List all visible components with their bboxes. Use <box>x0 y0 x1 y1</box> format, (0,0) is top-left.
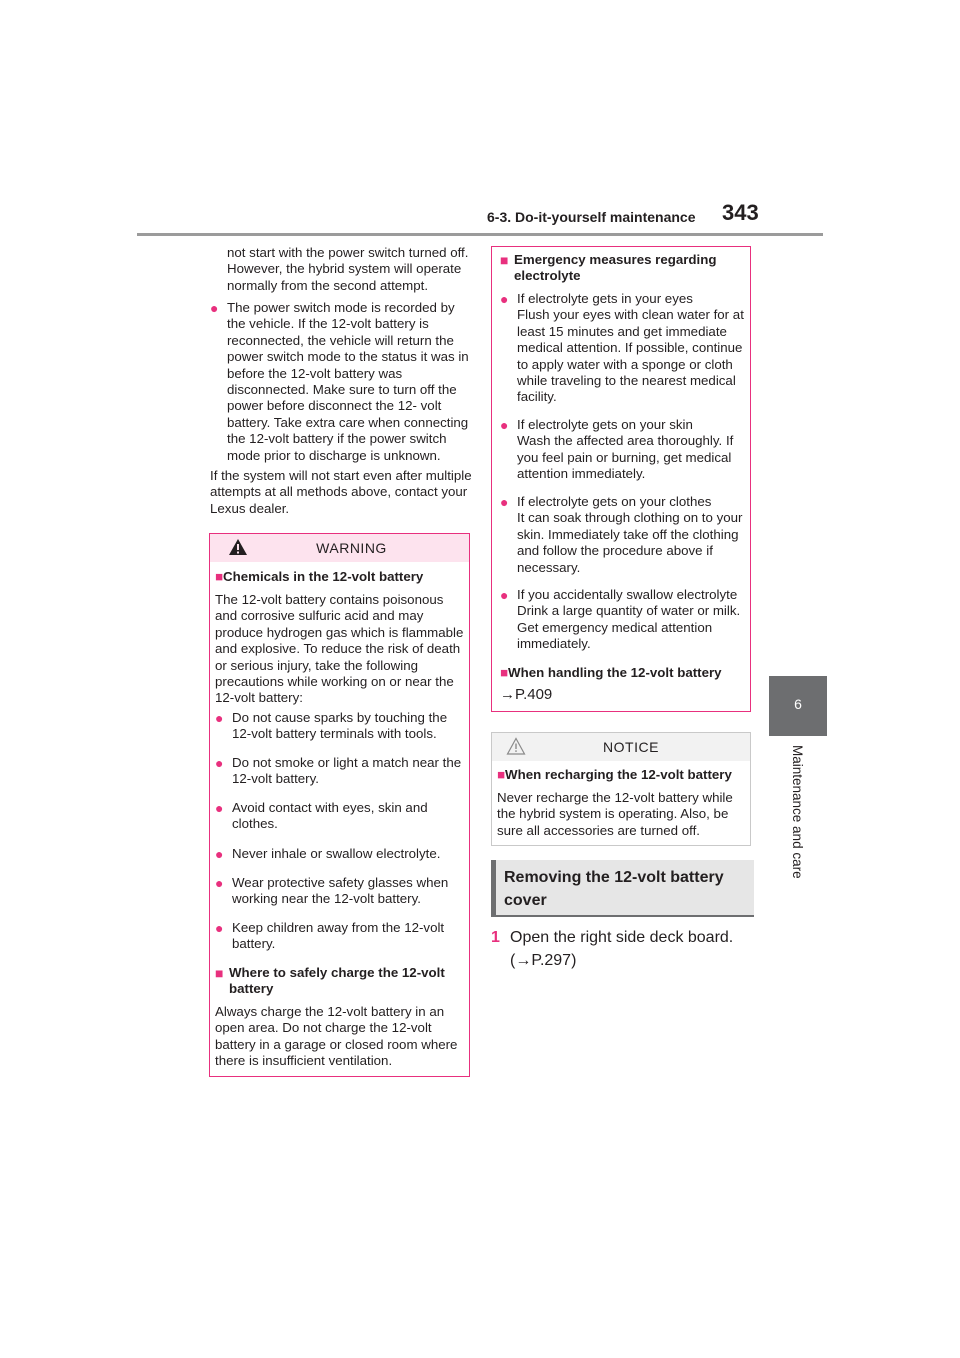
warning-heading-charge: ■Where to safely charge the 12-volt batt… <box>215 965 445 997</box>
running-header-section: 6-3. Do-it-yourself maintenance <box>487 209 696 225</box>
list-item: ● The power switch mode is recorded by t… <box>210 300 469 463</box>
bullet-icon: ● <box>500 291 509 307</box>
step-number: 1 <box>491 929 500 946</box>
header-rule <box>137 233 823 236</box>
notice-title: NOTICE <box>603 739 659 755</box>
continuation-text: not start with the power switch turned o… <box>227 245 469 293</box>
list-item: ●Never inhale or swallow electrolyte. <box>215 846 441 862</box>
chapter-number: 6 <box>794 696 802 712</box>
warning-box-continued: ■Emergency measures regarding electrolyt… <box>491 246 751 712</box>
list-item: ● If you accidentally swallow electrolyt… <box>500 587 741 652</box>
warning-header: WARNING <box>210 534 469 562</box>
section-rule <box>491 915 754 917</box>
right-arrow-icon: → <box>500 686 515 703</box>
chapter-label: Maintenance and care <box>790 745 805 879</box>
warning-title: WARNING <box>316 540 387 556</box>
warning-triangle-icon <box>506 737 526 755</box>
bullet-icon: ● <box>500 417 509 433</box>
square-bullet-icon: ■ <box>215 569 224 584</box>
page-reference: →P.409 <box>500 686 553 703</box>
section-heading: Removing the 12-volt battery cover <box>491 860 754 916</box>
warning-heading-handling: ■When handling the 12-volt battery <box>500 665 722 680</box>
square-bullet-icon: ■ <box>500 252 509 268</box>
paragraph: If the system will not start even after … <box>210 468 472 516</box>
step-1: 1 Open the right side deck board. (→P.29… <box>491 926 751 972</box>
list-item: ●Do not cause sparks by touching the 12-… <box>215 710 448 742</box>
bullet-icon: ● <box>500 587 509 603</box>
bullet-icon: ● <box>210 300 219 316</box>
bullet-icon: ● <box>215 875 224 891</box>
warning-heading-chemicals: ■Chemicals in the 12-volt battery <box>215 569 424 584</box>
bullet-icon: ● <box>215 755 224 771</box>
bullet-icon: ● <box>215 846 224 862</box>
list-item: ●Keep children away from the 12-volt bat… <box>215 920 445 952</box>
square-bullet-icon: ■ <box>500 665 509 680</box>
bullet-icon: ● <box>215 800 224 816</box>
warning-heading-emergency: ■Emergency measures regarding electrolyt… <box>500 252 717 284</box>
square-bullet-icon: ■ <box>497 767 506 782</box>
step-reference: (→P.297) <box>510 952 577 969</box>
list-item: ●Avoid contact with eyes, skin and cloth… <box>215 800 428 832</box>
notice-heading: ■When recharging the 12-volt battery <box>497 767 732 782</box>
bullet-icon: ● <box>215 710 224 726</box>
notice-body: Never recharge the 12-volt battery while… <box>497 790 733 838</box>
warning-box: WARNING ■Chemicals in the 12-volt batter… <box>209 533 470 1077</box>
notice-header: NOTICE <box>492 733 750 761</box>
warning-triangle-icon <box>229 539 247 555</box>
square-bullet-icon: ■ <box>215 965 224 981</box>
page-number: 343 <box>722 200 759 225</box>
warning-intro: The 12-volt battery contains poisonous a… <box>215 592 464 706</box>
bullet-icon: ● <box>215 920 224 936</box>
list-item: ●Wear protective safety glasses when wor… <box>215 875 449 907</box>
step-text: Open the right side deck board. <box>510 929 734 946</box>
warning-closing: Always charge the 12-volt battery in an … <box>215 1004 458 1069</box>
bullet-icon: ● <box>500 494 509 510</box>
chapter-tab <box>769 676 827 736</box>
notice-box: NOTICE ■When recharging the 12-volt batt… <box>491 732 751 846</box>
list-item: ●Do not smoke or light a match near the … <box>215 755 462 787</box>
